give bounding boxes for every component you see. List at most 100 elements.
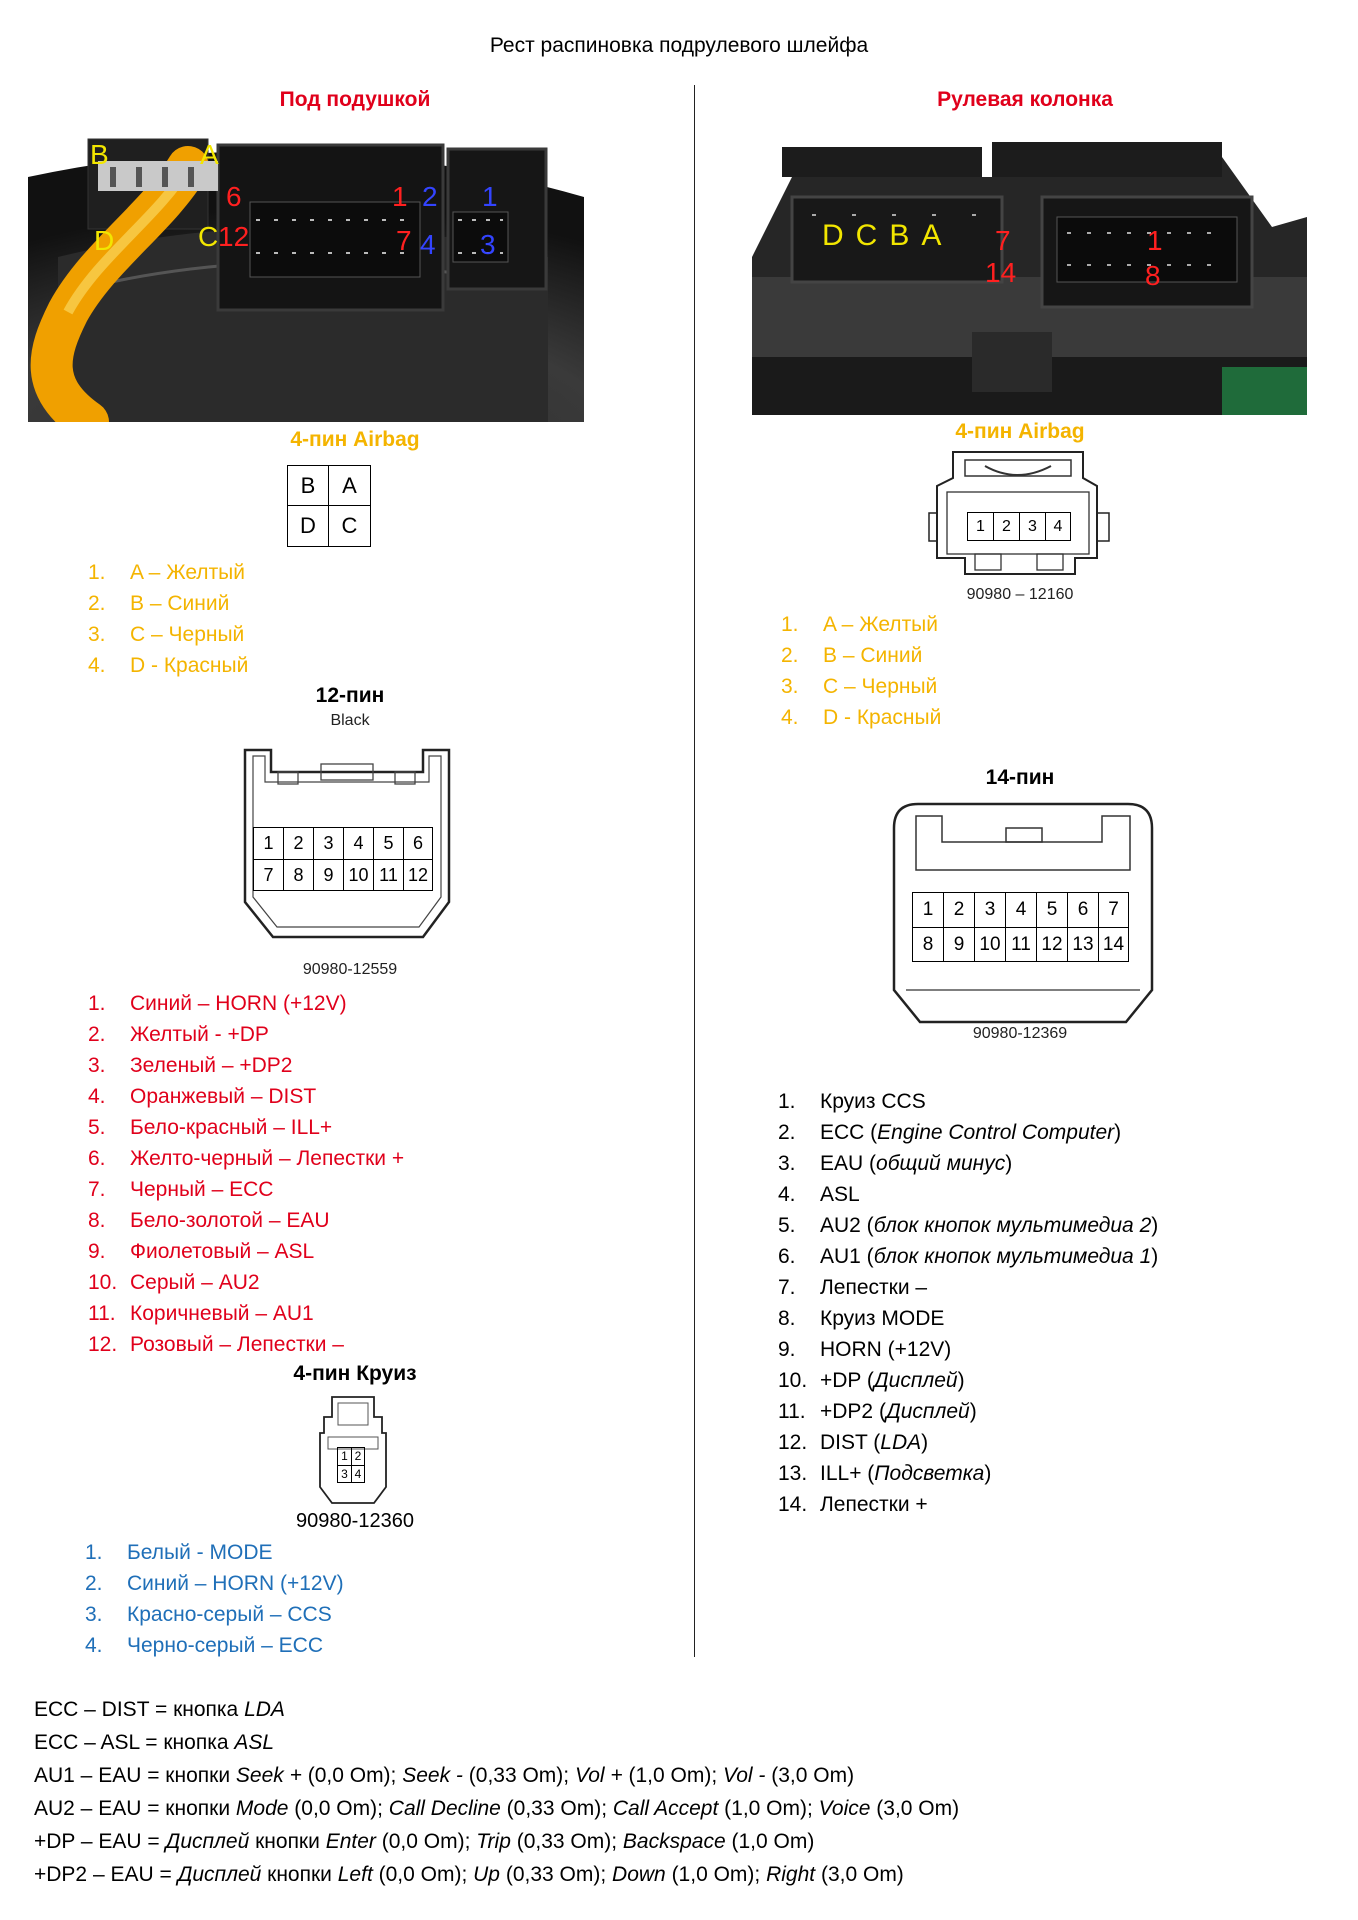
pin-cell: 11 <box>1005 927 1037 962</box>
pin14-function-list: 1.Круиз CCS 2.ECC (Engine Control Comput… <box>778 1086 1158 1520</box>
steering-column-connector-photo: D C B A 7 1 14 8 <box>752 137 1307 415</box>
list-item: 4.ASL <box>778 1183 860 1206</box>
pin-cell: 1 <box>912 892 944 928</box>
list-item: 1.A – Желтый <box>781 613 939 636</box>
list-item: 9.Фиолетовый – ASL <box>88 1240 315 1263</box>
list-item: 11.Коричневый – AU1 <box>88 1302 314 1325</box>
list-item: 4.Черно-серый – ECC <box>85 1634 323 1657</box>
left-section-title: Под подушкой <box>279 88 431 111</box>
right-airbag-pin-list: 1.A – Желтый 2.B – Синий 3.C – Черный 4.… <box>781 609 941 733</box>
list-item: 6.Желто-черный – Лепестки + <box>88 1147 405 1170</box>
left-airbag-title: 4-пин Airbag <box>290 428 420 451</box>
list-item: 12.DIST (LDA) <box>778 1431 929 1454</box>
pin12-housing <box>243 748 451 939</box>
list-item: 3.Зеленый – +DP2 <box>88 1054 293 1077</box>
pin-cell: 1 <box>337 1447 352 1466</box>
photo-label-pin1: 1 <box>392 181 408 212</box>
list-item: 3.C – Черный <box>781 675 938 698</box>
pin-cell: 13 <box>1067 927 1099 962</box>
list-item: 2.Желтый - +DP <box>88 1023 269 1046</box>
pin-cell: 7 <box>253 859 284 891</box>
list-item: 7.Черный – ECC <box>88 1178 274 1201</box>
button-resistance-notes: ECC – DIST = кнопка LDA ECC – ASL = кнопк… <box>34 1693 959 1891</box>
list-item: 1.Круиз CCS <box>778 1090 926 1113</box>
column-photo-drawing <box>752 137 1307 415</box>
pin12-wire-list: 1.Синий – HORN (+12V) 2.Желтый - +DP 3.З… <box>88 988 404 1360</box>
photo-label-c: C <box>198 221 219 252</box>
pin12-grid: 1 2 3 4 5 6 7 8 9 10 11 12 <box>253 827 433 891</box>
pin-cell: 3 <box>974 892 1006 928</box>
pin-cell: 8 <box>283 859 314 891</box>
note-line: +DP – EAU = Дисплей кнопки Enter (0,0 Om… <box>34 1830 815 1853</box>
list-item: 1.Белый - MODE <box>85 1541 273 1564</box>
pin-cell: 4 <box>343 827 374 860</box>
note-line: ECC – DIST = кнопка LDA <box>34 1698 285 1721</box>
right-airbag-pin-grid: 1 2 3 4 <box>967 512 1071 541</box>
list-item: 12.Розовый – Лепестки – <box>88 1333 344 1356</box>
pin14-grid: 1 2 3 4 5 6 7 8 9 10 11 12 13 14 <box>912 892 1129 962</box>
list-item: 3.Красно-серый – CCS <box>85 1603 332 1626</box>
pin-cell: 9 <box>943 927 975 962</box>
photo-label-b: B <box>889 219 912 252</box>
list-item: 6.AU1 (блок кнопок мультимедиа 1) <box>778 1245 1159 1268</box>
pin-cell: 4 <box>1045 512 1071 541</box>
page-title: Рест распиновка подрулевого шлейфа <box>489 34 869 57</box>
column-divider <box>694 85 695 1657</box>
list-item: 2.Синий – HORN (+12V) <box>85 1572 344 1595</box>
pin-cell: 12 <box>403 859 433 891</box>
photo-label-pin1-blue: 1 <box>482 181 498 212</box>
pin-cell: 6 <box>1067 892 1099 928</box>
pin-cell: 10 <box>343 859 374 891</box>
list-item: 14.Лепестки + <box>778 1493 928 1516</box>
list-item: 7.Лепестки – <box>778 1276 928 1299</box>
photo-label-d: D <box>822 219 846 252</box>
right-airbag-part-number: 90980 – 12160 <box>966 586 1074 603</box>
cruise-connector-diagram <box>318 1395 388 1513</box>
pin-cell: 12 <box>1036 927 1068 962</box>
list-item: 1.Синий – HORN (+12V) <box>88 992 347 1015</box>
pin-cell: 3 <box>313 827 344 860</box>
photo-label-pin7: 7 <box>995 225 1011 256</box>
list-item: 2.ECC (Engine Control Computer) <box>778 1121 1122 1144</box>
pin12-title: 12-пин <box>315 684 385 707</box>
right-airbag-connector-diagram <box>925 448 1120 576</box>
list-item: 9.HORN (+12V) <box>778 1338 952 1361</box>
pin-cell: 3 <box>1019 512 1046 541</box>
pin-cell: 2 <box>993 512 1020 541</box>
note-line: +DP2 – EAU = Дисплей кнопки Left (0,0 Om… <box>34 1863 904 1886</box>
pin-cell: 2 <box>283 827 314 860</box>
photo-label-pin2-blue: 2 <box>422 181 438 212</box>
pin14-part-number: 90980-12369 <box>972 1025 1068 1042</box>
cruise-part-number: 90980-12360 <box>296 1510 414 1532</box>
pin-cell: 2 <box>943 892 975 928</box>
list-item: 2.B – Синий <box>88 592 230 615</box>
photo-label-pin14: 14 <box>985 257 1017 288</box>
right-airbag-title: 4-пин Airbag <box>955 420 1085 443</box>
right-section-title: Рулевая колонка <box>937 88 1113 111</box>
pin12-subtitle: Black <box>330 712 370 729</box>
list-item: 5.Бело-красный – ILL+ <box>88 1116 333 1139</box>
photo-label-a: A <box>921 219 944 252</box>
list-item: 2.B – Синий <box>781 644 923 667</box>
photo-label-pin6: 6 <box>226 181 242 212</box>
airbag-grid-cell: A <box>328 465 371 506</box>
cruise-wire-list: 1.Белый - MODE 2.Синий – HORN (+12V) 3.К… <box>85 1537 344 1661</box>
pin-cell: 10 <box>974 927 1006 962</box>
photo-label-pin3-blue: 3 <box>480 229 496 260</box>
cruise-housing <box>319 1396 387 1504</box>
pin-cell: 1 <box>253 827 284 860</box>
note-line: AU2 – EAU = кнопки Mode (0,0 Om); Call D… <box>34 1797 960 1820</box>
photo-label-pin1: 1 <box>1147 225 1163 256</box>
list-item: 10.Серый – AU2 <box>88 1271 260 1294</box>
pin-cell: 2 <box>351 1447 365 1466</box>
pin-cell: 3 <box>337 1465 352 1483</box>
pin14-connector-diagram <box>890 800 1156 1026</box>
photo-label-d: D <box>94 225 115 256</box>
list-item: 4.D - Красный <box>781 706 942 729</box>
photo-labels-dcba: D C B A <box>822 219 943 253</box>
list-item: 8.Бело-золотой – EAU <box>88 1209 330 1232</box>
pin-cell: 14 <box>1098 927 1129 962</box>
airbag-side-connector-photo: B A D C 6 12 1 7 2 1 4 3 <box>28 137 584 422</box>
pin12-connector-diagram <box>233 742 463 944</box>
note-line: ECC – ASL = кнопка ASL <box>34 1731 275 1754</box>
